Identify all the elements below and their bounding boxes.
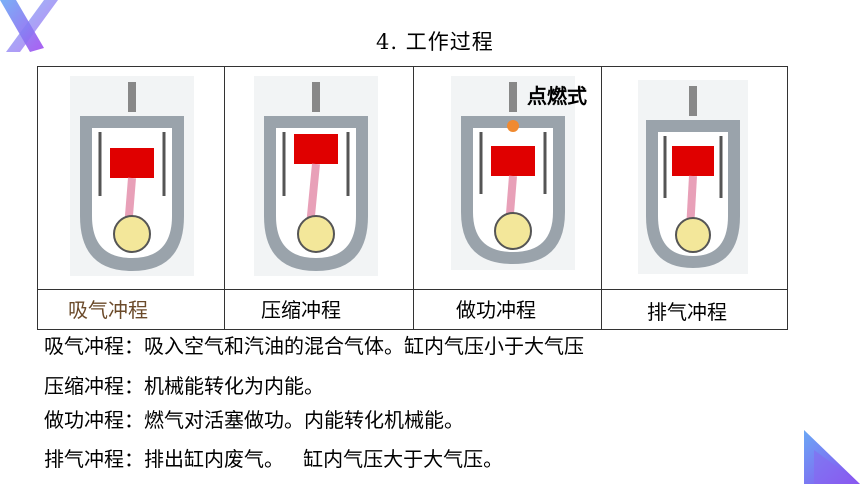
intake-description: 吸气冲程：吸入空气和汽油的混合气体。缸内气压小于大气压 [44,334,584,358]
stroke-table [37,66,788,330]
intake-engine-diagram [70,76,194,276]
table-divider [224,67,225,329]
compression-stroke-label: 压缩冲程 [261,298,341,322]
exhaust-description: 排气冲程：排出缸内废气。 缸内气压大于大气压。 [44,447,504,471]
power-engine-diagram [451,76,575,270]
exhaust-engine-diagram [638,80,748,274]
table-divider [38,289,787,290]
exhaust-stroke-label: 排气冲程 [647,300,727,324]
table-divider [601,67,602,329]
intake-stroke-label: 吸气冲程 [68,298,148,322]
slide-title: 4. 工作过程 [376,30,494,54]
corner-decoration-icon [804,430,860,484]
corner-logo-icon [0,0,58,52]
compression-engine-diagram [254,76,378,276]
compression-description: 压缩冲程：机械能转化为内能。 [44,374,324,398]
table-divider [413,67,414,329]
power-description: 做功冲程：燃气对活塞做功。内能转化机械能。 [44,408,464,432]
power-stroke-label: 做功冲程 [456,298,536,322]
ignition-type-label: 点燃式 [527,84,587,108]
